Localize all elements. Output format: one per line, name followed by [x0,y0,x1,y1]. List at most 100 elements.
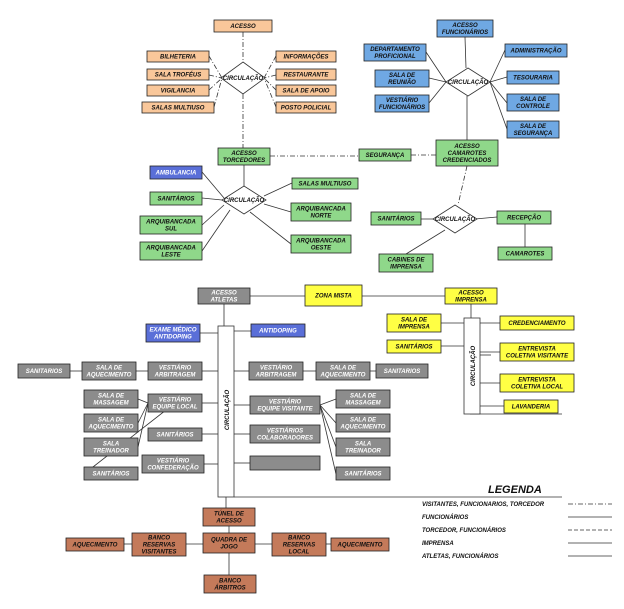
zone-label-arq-norte: ARQUIBANCADA [295,207,346,213]
zone-label-recepcao: RECEPÇÃO [507,215,541,222]
zone-box-tesouraria [506,70,560,85]
zone-label-arq-oeste: ARQUIBANCADA [295,239,346,245]
zone-box-acesso-atletas [197,287,251,305]
zone-box-acesso-imprensa [444,287,498,305]
zone-label-sala-aquec-r: SALA DE [330,366,357,372]
zone-box-sala-trofeus [146,68,210,81]
zone-label-vest-local: EQUIPE LOCAL [152,405,197,411]
zone-label-sala-imprensa: IMPRENSA [398,325,430,331]
zone-label-aquec-br: AQUECIMENTO [337,543,383,549]
zone-box-vestiario-func [374,94,430,113]
zone-label-sanitarios-g2: SANITÁRIOS [377,216,414,223]
zone-label-sala-apoio: SALA DE APOIO [283,89,330,95]
legend-item-label: ATLETAS, FUNCIONÁRIOS [421,553,498,560]
connector-line [428,81,447,104]
zone-box-sanitarios-y [386,339,442,354]
zone-label-banco-visitantes: BANCO [148,536,170,542]
zone-box-sanitarios-g [149,191,203,206]
zone-box-sala-seguranca [506,120,560,139]
zone-label-antidoping: ANTIDOPING [258,329,297,335]
circulation-node [445,67,491,97]
zone-label-sala-massagem-l: SALA DE [98,394,125,400]
zone-box-lavanderia [503,399,559,414]
connector-line [489,49,506,83]
connector-line [201,171,225,199]
zone-label-sala-reuniao: SALA DE [389,73,416,79]
circulation-label: CIRCULAÇÃO [224,197,265,204]
connector-line [208,55,223,79]
zone-label-quadra: JOGO [220,545,238,551]
zone-label-sanitarios-g: SANITÁRIOS [157,196,194,203]
zone-box-informacoes [275,50,337,63]
connector-line [208,74,223,79]
zone-label-sala-reuniao: REUNIÃO [388,79,416,86]
zone-label-entrevista-local: COLETIVA LOCAL [511,385,563,391]
zone-box-salas-multiuso-g [291,177,359,190]
connector-line [213,77,223,108]
zone-label-tesouraria: TESOURARIA [513,76,553,82]
zone-label-sala-aquec-l2: AQUECIMENTO [88,425,134,431]
circulation-label: CIRCULAÇÃO [224,390,231,431]
connector-line [319,404,337,448]
zone-box-sanitarios-r2 [335,466,391,481]
zone-label-cabines: IMPRENSA [390,265,422,271]
connector-line [425,51,447,83]
circulation-node [221,185,267,215]
zone-label-acesso-torcedores: TORCEDORES [223,158,265,164]
zone-box-arq-norte [290,202,352,222]
circulation-label: CIRCULAÇÃO [448,79,489,86]
zone-label-sanitarios-y: SANITÁRIOS [395,344,432,351]
zone-label-ambulancia: AMBULANCIA [155,171,197,177]
zone-label-sala-aquec-r: AQUECIMENTO [320,373,366,379]
zone-box-salas-multiuso-top [141,101,215,114]
zone-box-sala-massagem-l [83,389,139,409]
zone-box-departamento [363,43,427,62]
zone-box-recepcao [496,210,552,225]
zone-label-sala-massagem-r: SALA DE [350,394,377,400]
zone-label-vest-visitante: EQUIPE VISITANTE [257,407,313,413]
zone-box-vest-local [147,393,203,413]
zone-box-arq-leste [139,241,203,261]
zone-box-sala-treinador-l [83,437,139,457]
zone-box-sala-aquec-r [315,361,371,381]
legend-item-label: TORCEDOR, FUNCIONÁRIOS [422,527,506,534]
zone-label-acesso-funcionarios: ACESSO [451,23,478,29]
zone-label-salas-multiuso-top: SALAS MULTIUSO [152,106,205,112]
connector-line [263,182,293,197]
zone-label-quadra: QUADRA DE [211,538,248,544]
legend-item-label: VISITANTES, FUNCIONARIOS, TORCEDOR [422,502,545,508]
zone-label-salas-multiuso-g: SALAS MULTIUSO [299,182,352,188]
zone-label-cabines: CABINES DE [387,258,425,264]
circulation-bar-press [463,317,481,415]
zone-label-sala-seguranca: SALA DE [520,124,547,130]
circulation-label: CIRCULAÇÃO [223,75,264,82]
zone-label-administracao: ADMINISTRAÇÃO [510,48,562,55]
zone-label-bilheteria: BILHETERIA [160,55,196,61]
zone-label-sala-treinador-l: SALA [103,442,119,448]
connector-line [249,211,292,245]
zone-label-acesso-camarotes: CREDENCIADOS [443,158,492,164]
zone-label-acesso-funcionarios: FUNCIONÁRIOS [442,29,488,36]
zone-box-sala-imprensa [386,313,442,333]
zone-label-sala-treinador-r: TREINADOR [345,449,381,455]
zone-label-vigilancia: VIGILANCIA [161,89,196,95]
circulation-node [220,61,266,95]
zone-label-sanitarios-l3: SANITÁRIOS [92,471,129,478]
connector-line [319,404,337,424]
circulation-node [432,204,478,234]
zone-label-tunel: TÚNEL DE [214,511,245,518]
connector-line [405,229,446,255]
legend-item-label: IMPRENSA [422,541,454,547]
connector-line [464,36,467,69]
zone-box-vest-arbitragem-l [147,361,203,381]
zone-label-exame-medico: EXAME MÉDICO [149,326,196,334]
connector-line [263,74,277,79]
legend-title: LEGENDA [488,484,542,496]
connector-line [319,398,337,406]
connector-line [428,77,447,83]
zone-box-vest-visitante [249,395,321,415]
zone-label-camarotes: CAMAROTES [506,252,545,258]
zone-label-sala-controle: SALA DE [520,97,547,103]
